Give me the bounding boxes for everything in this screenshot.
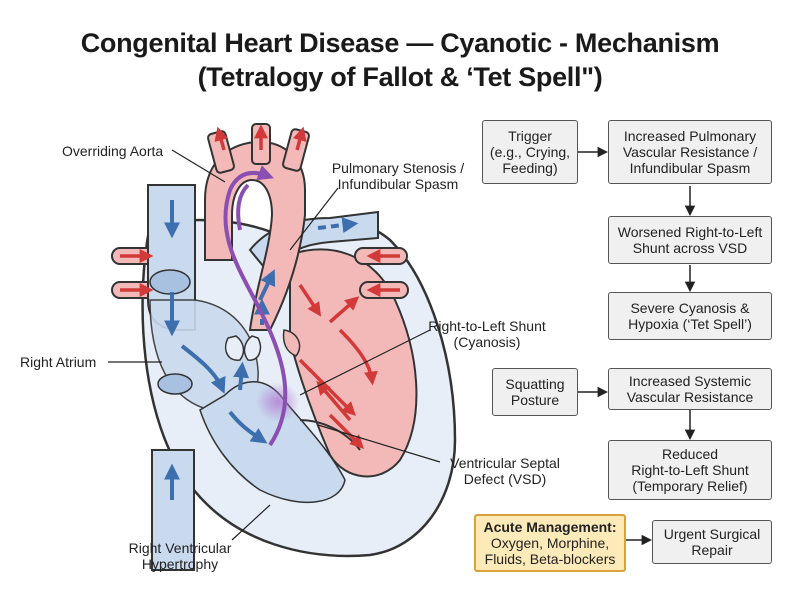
left-ventricle bbox=[289, 248, 418, 478]
box-squatting: Squatting Posture bbox=[492, 368, 578, 416]
box-line: Feeding) bbox=[502, 160, 558, 176]
label-line: Defect (VSD) bbox=[463, 471, 547, 487]
box-line: Urgent Surgical bbox=[663, 526, 761, 542]
box-line: Severe Cyanosis & bbox=[630, 300, 750, 316]
label-rv-hypertrophy: Right Ventricular Hypertrophy bbox=[110, 540, 250, 572]
label-line: Pulmonary Stenosis / bbox=[331, 160, 465, 176]
box-line: Shunt across VSD bbox=[632, 240, 748, 256]
box-line: Hypoxia (‘Tet Spell’) bbox=[628, 316, 752, 332]
box-systemic-resistance: Increased Systemic Vascular Resistance bbox=[608, 368, 772, 410]
box-severe-cyanosis: Severe Cyanosis & Hypoxia (‘Tet Spell’) bbox=[608, 292, 772, 340]
box-reduced-shunt: Reduced Right-to-Left Shunt (Temporary R… bbox=[608, 440, 772, 500]
box-line: (e.g., Crying, bbox=[489, 144, 571, 160]
box-surgical-repair: Urgent Surgical Repair bbox=[652, 520, 772, 564]
box-line: Repair bbox=[691, 542, 733, 558]
label-line: Ventricular Septal bbox=[450, 455, 560, 471]
box-line: Worsened Right-to-Left bbox=[617, 224, 763, 240]
label-overriding-aorta: Overriding Aorta bbox=[62, 143, 164, 159]
box-line: Fluids, Beta-blockers bbox=[484, 551, 616, 567]
shunt-arrow bbox=[223, 165, 288, 447]
box-line: Right-to-Left Shunt bbox=[631, 462, 749, 478]
box-line: Vascular Resistance / bbox=[622, 144, 758, 160]
label-right-to-left-shunt: Right-to-Left Shunt (Cyanosis) bbox=[412, 318, 562, 350]
box-pulmonary-resistance: Increased Pulmonary Vascular Resistance … bbox=[608, 120, 772, 184]
label-line: Right-to-Left Shunt bbox=[428, 318, 546, 334]
box-acute-management: Acute Management: Oxygen, Morphine, Flui… bbox=[474, 514, 626, 572]
box-line: Infundibular Spasm bbox=[629, 160, 751, 176]
label-line: (Cyanosis) bbox=[453, 334, 521, 350]
box-line: Oxygen, Morphine, bbox=[490, 535, 610, 551]
box-line: Increased Systemic bbox=[628, 373, 752, 389]
box-line: (Temporary Relief) bbox=[632, 478, 748, 494]
page-subtitle: (Tetralogy of Fallot & ‘Tet Spell") bbox=[197, 62, 603, 92]
box-line: Reduced bbox=[661, 446, 719, 462]
deoxygenated-flow-arrows bbox=[164, 200, 359, 500]
label-line: Hypertrophy bbox=[141, 556, 219, 572]
label-line: Right Ventricular bbox=[128, 540, 232, 556]
box-line: Increased Pulmonary bbox=[623, 128, 757, 144]
acute-title: Acute Management: bbox=[483, 519, 617, 535]
valves bbox=[224, 329, 301, 361]
page-title: Congenital Heart Disease — Cyanotic - Me… bbox=[80, 28, 720, 58]
vsd-shunt-glow bbox=[256, 382, 300, 422]
label-vsd: Ventricular Septal Defect (VSD) bbox=[435, 455, 575, 487]
atrial-fossa bbox=[157, 373, 193, 395]
label-right-atrium: Right Atrium bbox=[20, 354, 97, 370]
box-line: Vascular Resistance bbox=[626, 389, 754, 405]
box-line: Squatting bbox=[505, 376, 565, 392]
oxygenated-flow-arrows bbox=[120, 124, 400, 449]
label-pulmonary-stenosis: Pulmonary Stenosis / Infundibular Spasm bbox=[318, 160, 478, 192]
shunt-arrow-aorta bbox=[236, 183, 250, 231]
box-line: Posture bbox=[510, 392, 560, 408]
box-trigger: Trigger (e.g., Crying, Feeding) bbox=[482, 120, 578, 184]
leader-lines bbox=[108, 149, 441, 541]
box-line: Trigger bbox=[508, 128, 552, 144]
label-line: Infundibular Spasm bbox=[337, 176, 459, 192]
box-worsened-shunt: Worsened Right-to-Left Shunt across VSD bbox=[608, 216, 772, 264]
